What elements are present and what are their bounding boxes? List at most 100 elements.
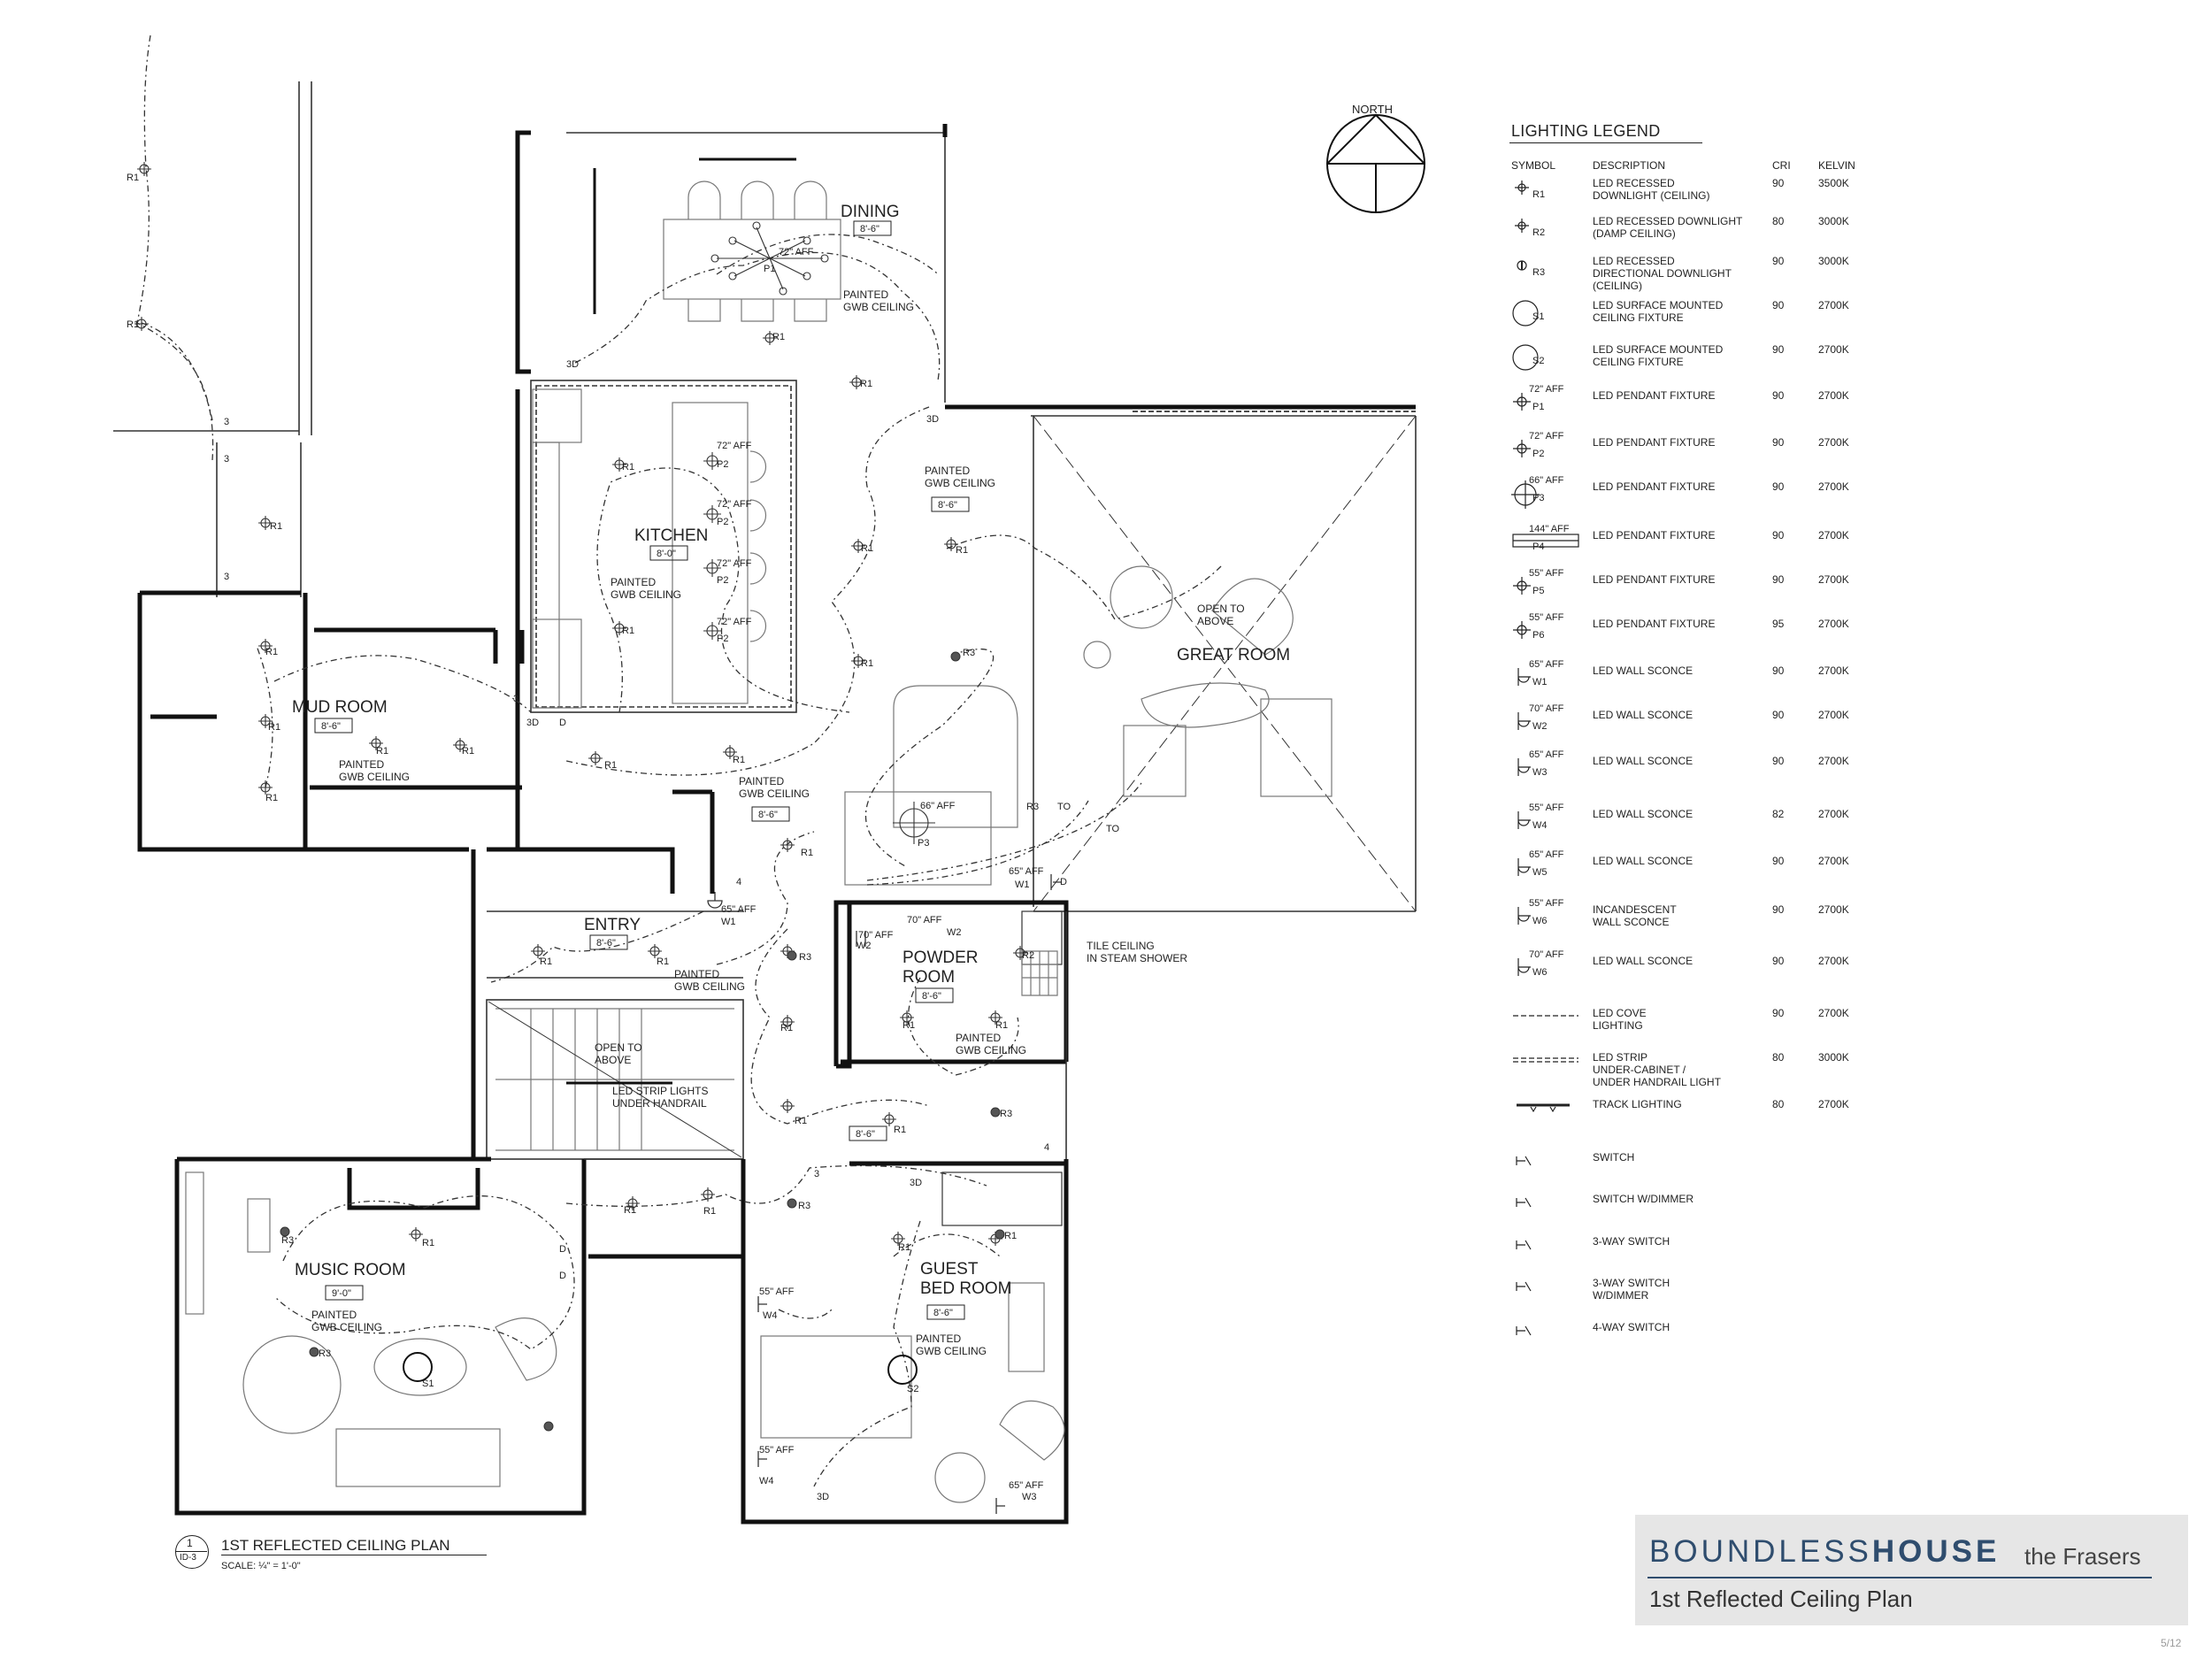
stair <box>488 1001 742 1158</box>
downlight-r1 <box>648 944 662 958</box>
downlight-r1 <box>258 780 273 795</box>
switch-4way-icon <box>1511 1321 1582 1356</box>
directional-r3 <box>280 1226 290 1237</box>
svg-text:R1: R1 <box>657 956 669 967</box>
downlight-r1 <box>900 1010 914 1025</box>
plan-number: 1 <box>187 1537 193 1549</box>
switch-icon <box>1511 1151 1582 1187</box>
legend-row: 4-WAY SWITCH <box>1504 1321 1964 1356</box>
legend-kelvin: 2700K <box>1818 664 1849 677</box>
downlight-r1 <box>588 751 603 765</box>
legend-kelvin: 2700K <box>1818 955 1849 967</box>
legend-kelvin: 2700K <box>1818 618 1849 630</box>
svg-text:R1: R1 <box>898 1242 910 1253</box>
legend-description: LED WALL SCONCE <box>1593 808 1694 820</box>
plan-sheet-ref: ID-3 <box>180 1553 196 1563</box>
directional-r3 <box>995 1229 1005 1240</box>
downlight-r1 <box>944 537 958 551</box>
directional-r3 <box>990 1107 1001 1118</box>
legend-description: LED WALL SCONCE <box>1593 755 1694 767</box>
legend-description: SWITCH W/DIMMER <box>1593 1193 1694 1205</box>
svg-text:55" AFF: 55" AFF <box>759 1286 795 1297</box>
downlight-r1 <box>258 516 273 530</box>
pendant-p2 <box>703 505 721 523</box>
svg-text:R1: R1 <box>861 543 873 554</box>
legend-cri: 80 <box>1772 1051 1785 1064</box>
room-great: GREAT ROOM <box>1177 646 1290 664</box>
directional-r3 <box>543 1421 554 1432</box>
legend-cri: 90 <box>1772 177 1785 189</box>
legend-cri: 90 <box>1772 480 1785 493</box>
svg-text:R1: R1 <box>462 746 474 757</box>
legend-description: LED PENDANT FIXTURE <box>1593 389 1716 402</box>
legend-kelvin: 2700K <box>1818 529 1849 541</box>
legend-cri: 90 <box>1772 955 1785 967</box>
svg-text:3D: 3D <box>566 359 579 370</box>
legend-description: LED WALL SCONCE <box>1593 709 1694 721</box>
surface-fixture-s1 <box>403 1352 433 1382</box>
legend-kelvin: 2700K <box>1818 436 1849 449</box>
svg-text:R1: R1 <box>902 1020 915 1031</box>
svg-text:R2: R2 <box>1022 950 1034 961</box>
svg-text:W4: W4 <box>763 1310 778 1321</box>
downlight-r2 <box>1013 946 1027 960</box>
pendants <box>703 221 935 844</box>
sheet-title: 1st Reflected Ceiling Plan <box>1649 1586 1913 1612</box>
legend-kelvin: 2700K <box>1818 573 1849 586</box>
svg-text:3D: 3D <box>817 1492 829 1502</box>
svg-text:D: D <box>559 1244 566 1255</box>
legend-cri: 90 <box>1772 903 1785 916</box>
directional-downlight-icon: R3 <box>1511 255 1582 290</box>
directional-r3 <box>787 950 797 961</box>
svg-text:66" AFF: 66" AFF <box>920 801 956 811</box>
legend-header-description: DESCRIPTION <box>1593 159 1666 172</box>
legend-cri: 90 <box>1772 709 1785 721</box>
downlight-r1 <box>701 1187 715 1202</box>
legend-aff: 55" AFF <box>1529 898 1564 909</box>
legend-cri: 90 <box>1772 664 1785 677</box>
svg-text:R1: R1 <box>995 1020 1008 1031</box>
svg-text:65" AFF: 65" AFF <box>1009 866 1044 877</box>
svg-text:3: 3 <box>513 694 518 704</box>
downlight-r1 <box>780 1015 795 1029</box>
legend-kelvin: 2700K <box>1818 755 1849 767</box>
downlight-r1 <box>891 1232 905 1246</box>
legend-cri: 90 <box>1772 855 1785 867</box>
svg-text:D: D <box>1060 877 1067 887</box>
legend-code: W6 <box>1532 967 1548 978</box>
legend-row: 3-WAY SWITCH <box>1504 1235 1964 1271</box>
legend-code: W3 <box>1532 767 1548 778</box>
directional-r3 <box>309 1347 319 1357</box>
legend-kelvin: 2700K <box>1818 343 1849 356</box>
downlight-r1 <box>258 639 273 653</box>
room-music: MUSIC ROOM <box>295 1261 406 1279</box>
brand-light: BOUNDLESS <box>1649 1534 1872 1569</box>
ceiling-heights: 8'-6" 8'-0" 8'-6" 8'-6" 8'-6" 8'-6" 8'-6… <box>314 220 970 1320</box>
downlight-r1 <box>612 621 626 635</box>
svg-text:4: 4 <box>736 877 741 887</box>
directional-downlights <box>280 651 1005 1432</box>
svg-text:TO: TO <box>1057 802 1071 812</box>
svg-text:P3: P3 <box>918 838 929 849</box>
